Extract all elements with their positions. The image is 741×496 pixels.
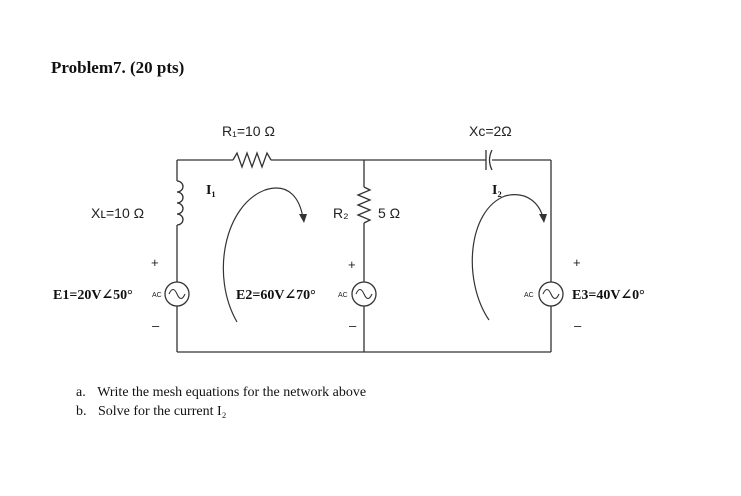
- label-xl: Xʟ=10 Ω: [91, 205, 145, 221]
- e1-plus: +: [151, 255, 159, 270]
- label-e1: E1=20V∠50°: [53, 288, 133, 303]
- label-e1-ac: AC: [152, 292, 162, 299]
- e2-minus: –: [349, 318, 357, 333]
- question-b: b. Solve for the current I₂: [76, 404, 227, 420]
- label-e3-ac: AC: [524, 292, 534, 299]
- label-e2-ac: AC: [338, 292, 348, 299]
- question-b-marker: b.: [76, 404, 87, 419]
- resistor-r1: [232, 151, 272, 169]
- label-i2: I₂: [492, 183, 502, 198]
- e1-minus: –: [152, 318, 160, 333]
- label-e3: E3=40V∠0°: [572, 288, 645, 303]
- question-b-text: Solve for the current I₂: [98, 404, 227, 419]
- arrowhead-i2: [539, 214, 547, 223]
- label-xc: Xc=2Ω: [469, 123, 512, 139]
- question-a: a. Write the mesh equations for the netw…: [76, 385, 366, 401]
- e3-minus: –: [574, 318, 582, 333]
- resistor-r2: [356, 186, 372, 224]
- mesh-arrow-i1: [222, 187, 304, 323]
- question-a-text: Write the mesh equations for the network…: [97, 385, 367, 400]
- e2-plus: +: [348, 257, 356, 272]
- label-e2: E2=60V∠70°: [236, 288, 316, 303]
- capacitor-xc: [485, 149, 493, 171]
- label-r1: R₁=10 Ω: [222, 123, 275, 139]
- inductor-xl: [176, 180, 184, 226]
- mesh-arrow-i2: [471, 194, 544, 321]
- question-a-marker: a.: [76, 385, 86, 400]
- problem-title: Problem7. (20 pts): [51, 58, 185, 77]
- label-r2-name: R₂: [333, 205, 349, 221]
- label-r2-value: 5 Ω: [378, 205, 401, 221]
- arrowhead-i1: [299, 214, 307, 223]
- label-i1: I₁: [206, 183, 216, 198]
- e3-plus: +: [573, 255, 581, 270]
